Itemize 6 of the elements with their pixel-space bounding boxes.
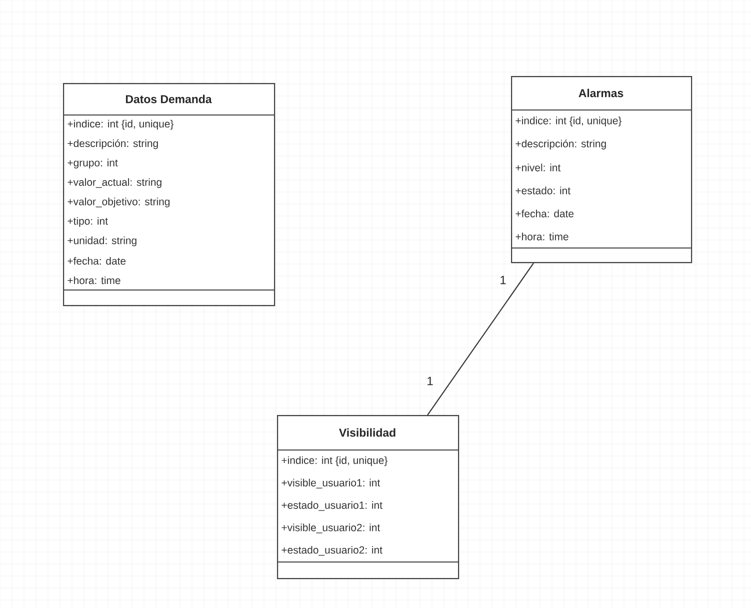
class-box: Alarmas +indice: int {id, unique} +descripción: string +nivel: int +estado: int +fecha: date +hora: time [511,76,692,264]
association-line [427,262,534,416]
multiplicity-label: 1 [500,276,506,284]
class-box: Visibilidad +indice: int {id, unique} +visible_usuario1: int +estado_usuario1: int +visible_usuario2: int +estado_usuario2: int [277,415,460,580]
multiplicity-label: 1 [428,376,433,386]
class-box: Datos Demanda +indice: int {id, unique} +descripción: string +grupo: int +valor_actual: string +valor_objetivo: string +tipo: int +unidad: string +fecha: date +hora: time [63,83,276,306]
